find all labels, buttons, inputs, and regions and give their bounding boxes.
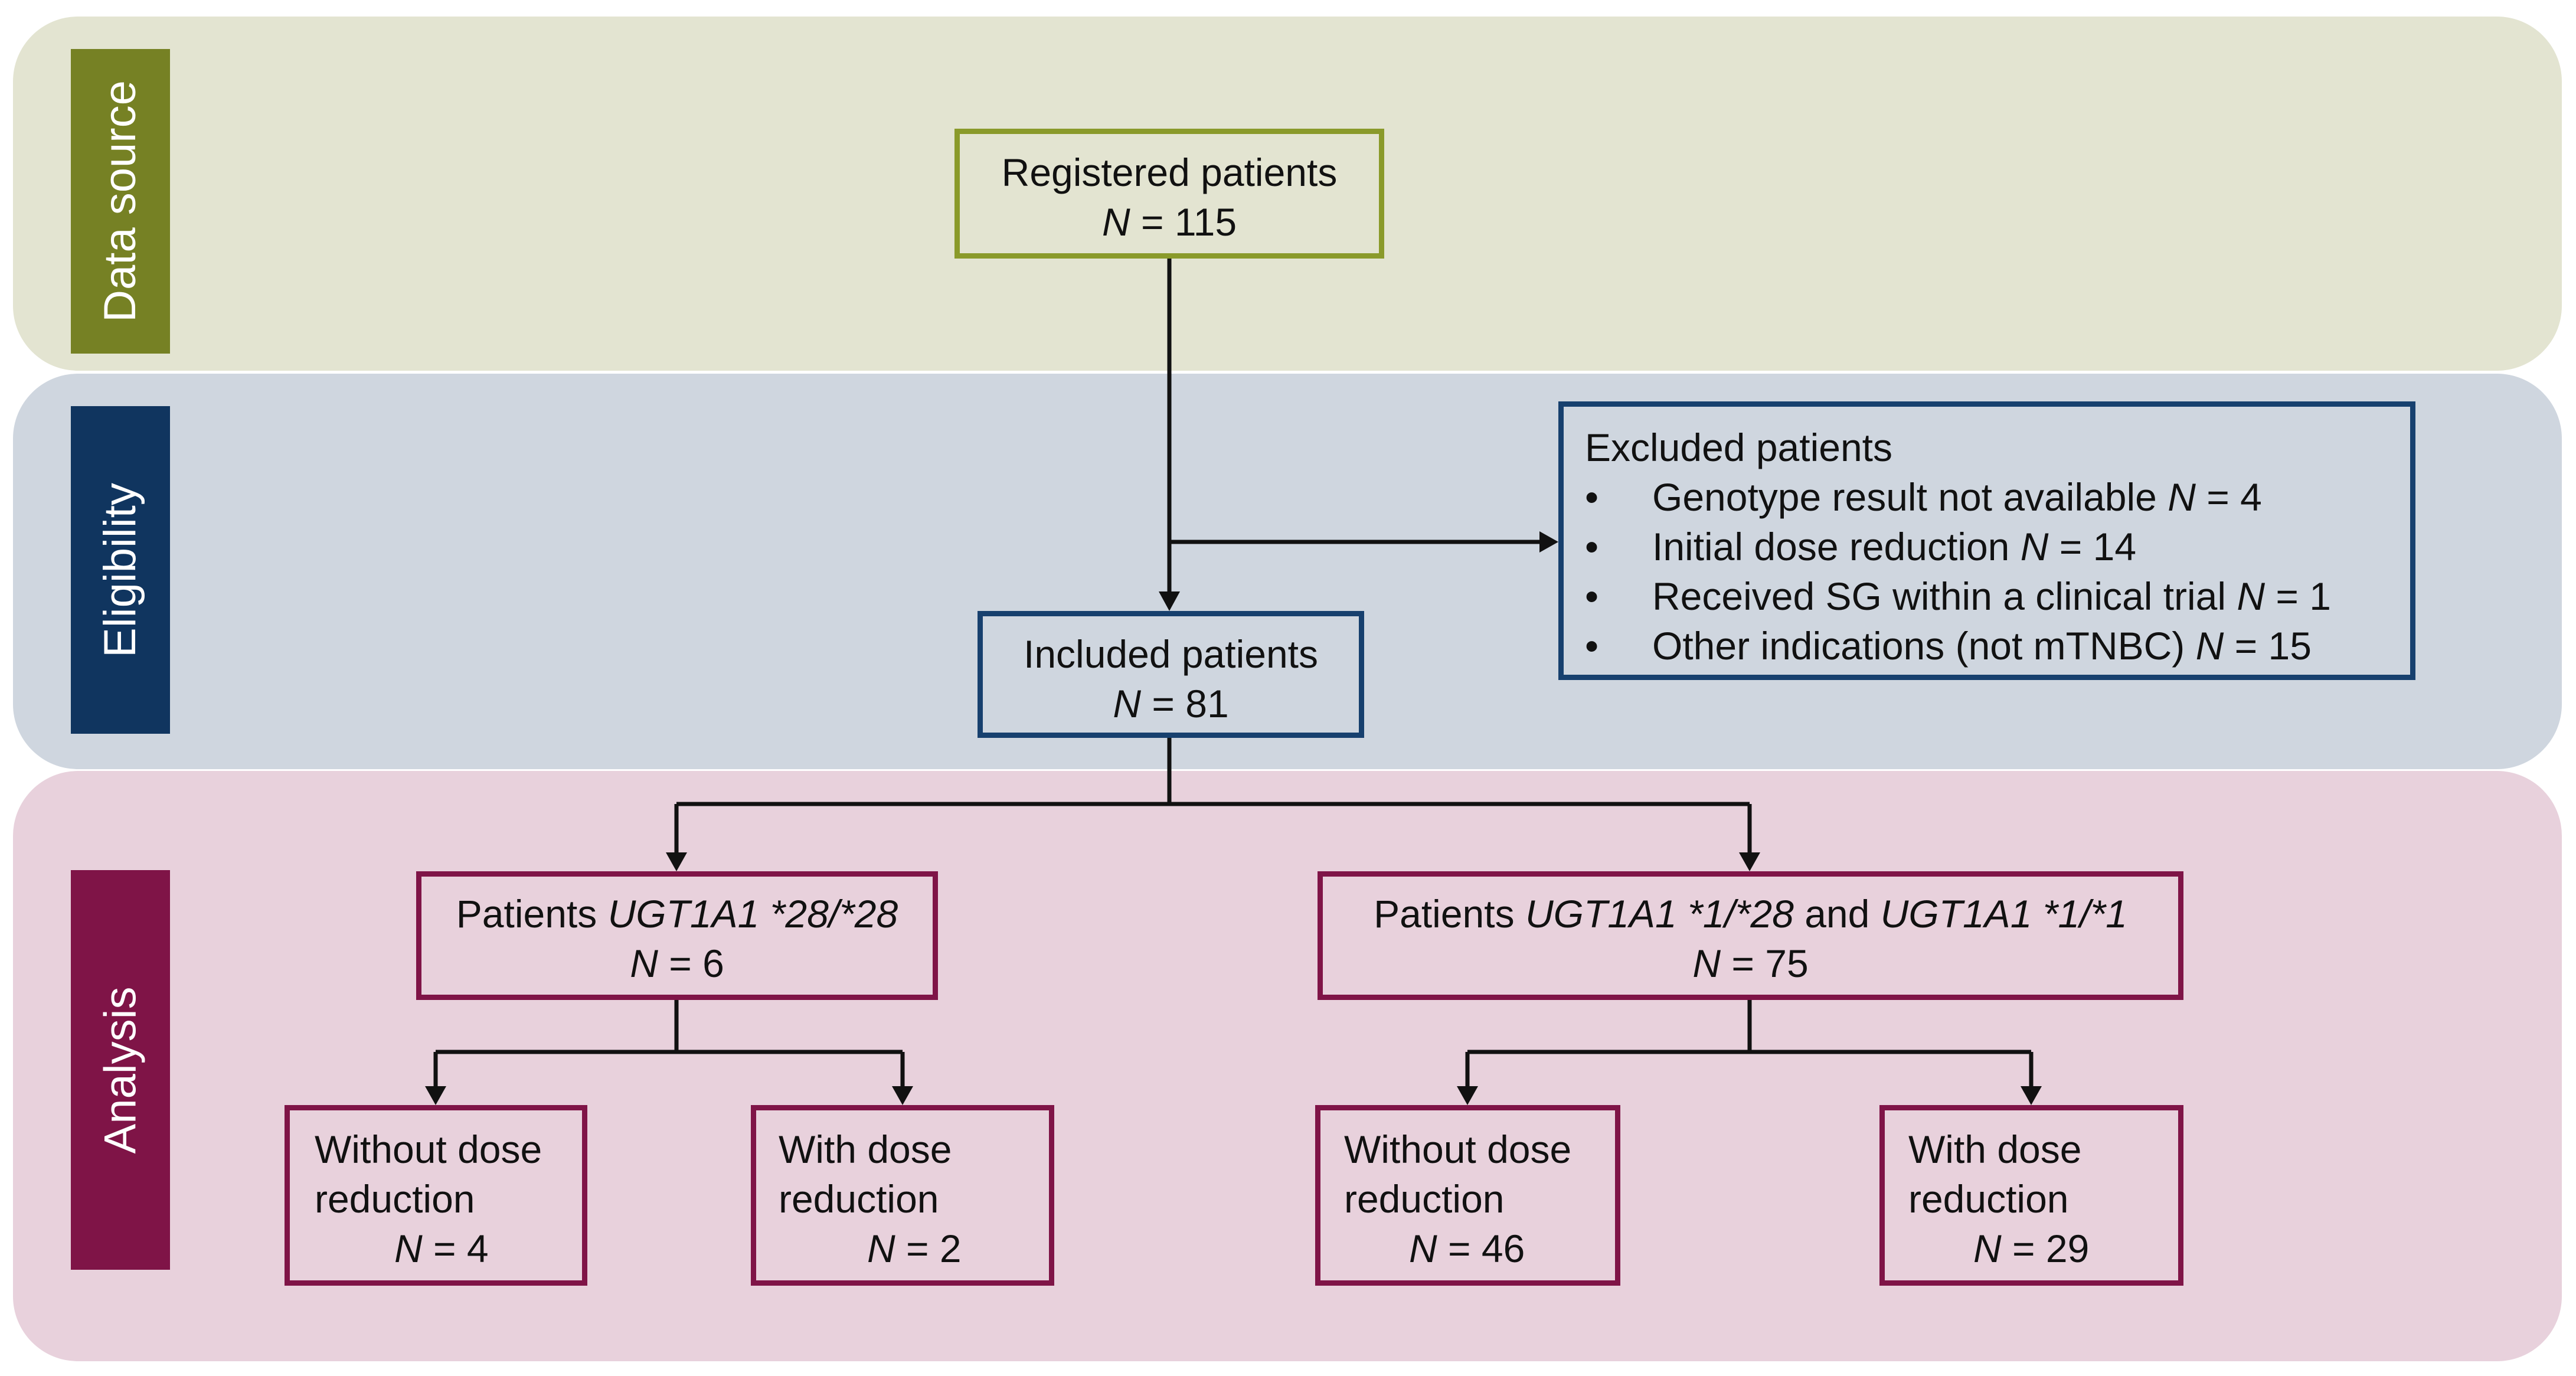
het-without-dose-reduction-box: Without dose reduction N = 46: [1315, 1105, 1620, 1286]
arrowhead-excluded: [1539, 531, 1558, 553]
arrowhead-heterozygous: [1739, 852, 1760, 871]
hom-with-line1: With dose: [779, 1127, 952, 1171]
arrowhead-het-without: [1457, 1086, 1478, 1105]
homozygous-count: N = 6: [630, 942, 724, 985]
heterozygous-title: Patients UGT1A1 *1/*28 and UGT1A1 *1/*1: [1374, 892, 2127, 936]
hom-with-line2: reduction: [779, 1177, 939, 1221]
het-with-count: N = 29: [1973, 1227, 2090, 1270]
data-source-label: Data source: [71, 49, 170, 354]
hom-without-line1: Without dose: [315, 1127, 542, 1171]
het-with-line1: With dose: [1908, 1127, 2082, 1171]
excluded-patients-box: Excluded patients •Genotype result not a…: [1558, 401, 2415, 680]
hom-with-dose-reduction-box: With dose reduction N = 2: [751, 1105, 1054, 1286]
hom-without-dose-reduction-box: Without dose reduction N = 4: [285, 1105, 587, 1286]
het-without-line2: reduction: [1344, 1177, 1505, 1221]
arrowhead-homozygous: [666, 852, 687, 871]
excluded-item: •Other indications (not mTNBC) N = 15: [1585, 624, 2312, 668]
excluded-item: •Received SG within a clinical trial N =…: [1585, 574, 2331, 618]
registered-title: Registered patients: [1001, 151, 1338, 194]
hom-with-count: N = 2: [867, 1227, 962, 1270]
arrowhead-het-with: [2021, 1086, 2042, 1105]
hom-without-line2: reduction: [315, 1177, 475, 1221]
arrowhead-included: [1159, 591, 1180, 611]
included-patients-box: Included patients N = 81: [978, 611, 1364, 738]
het-with-dose-reduction-box: With dose reduction N = 29: [1879, 1105, 2183, 1286]
registered-count: N = 115: [1101, 200, 1237, 244]
excluded-item: •Initial dose reduction N = 14: [1585, 525, 2137, 568]
data-source-band: [13, 17, 2562, 371]
eligibility-band: [13, 374, 2562, 769]
hom-without-count: N = 4: [394, 1227, 489, 1270]
excluded-title: Excluded patients: [1585, 426, 1893, 469]
included-count: N = 81: [1113, 682, 1229, 725]
heterozygous-patients-box: Patients UGT1A1 *1/*28 and UGT1A1 *1/*1 …: [1318, 871, 2183, 1000]
arrowhead-hom-with: [892, 1086, 913, 1105]
arrowhead-hom-without: [425, 1086, 446, 1105]
het-without-line1: Without dose: [1344, 1127, 1572, 1171]
analysis-band: [13, 771, 2562, 1361]
homozygous-title: Patients UGT1A1 *28/*28: [456, 892, 898, 936]
homozygous-patients-box: Patients UGT1A1 *28/*28 N = 6: [416, 871, 938, 1000]
included-title: Included patients: [1023, 632, 1319, 676]
excluded-item: •Genotype result not available N = 4: [1585, 475, 2262, 519]
analysis-label: Analysis: [71, 870, 170, 1270]
registered-patients-box: Registered patients N = 115: [954, 129, 1384, 259]
het-without-count: N = 46: [1409, 1227, 1525, 1270]
het-with-line2: reduction: [1908, 1177, 2069, 1221]
eligibility-label: Eligibility: [71, 406, 170, 734]
heterozygous-count: N = 75: [1692, 942, 1809, 985]
